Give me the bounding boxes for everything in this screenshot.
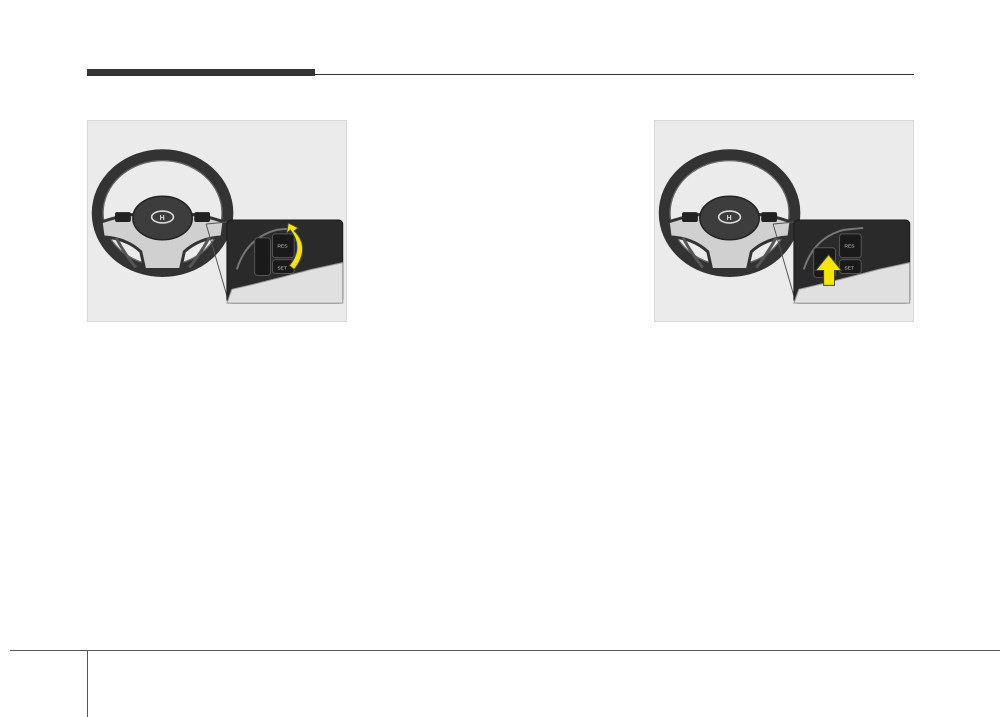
svg-text:RES: RES (277, 244, 288, 250)
roll-up-arrow-icon (285, 222, 304, 271)
push-up-arrow-icon (814, 253, 843, 286)
svg-text:H: H (727, 215, 732, 222)
svg-text:H: H (160, 215, 165, 222)
zoomed-control-inset: RES SET (226, 219, 344, 304)
figure-right-steering-wheel: H RES SET (654, 120, 914, 322)
header-bar-thick (87, 69, 315, 76)
steering-wheel-icon: H (658, 149, 801, 277)
steering-wheel-illustration: H RES SET (658, 149, 911, 304)
svg-text:RES: RES (844, 244, 855, 250)
zoomed-control-inset: RES SET (793, 219, 911, 304)
footer-divider (87, 650, 88, 717)
figure-left-steering-wheel: H RES SET (87, 120, 347, 322)
header-rule (87, 74, 914, 75)
svg-text:SET: SET (277, 266, 287, 272)
footer-rule (10, 650, 1000, 651)
steering-wheel-illustration: H RES SET (91, 149, 344, 304)
steering-wheel-icon: H (91, 149, 234, 277)
svg-text:SET: SET (844, 266, 854, 272)
